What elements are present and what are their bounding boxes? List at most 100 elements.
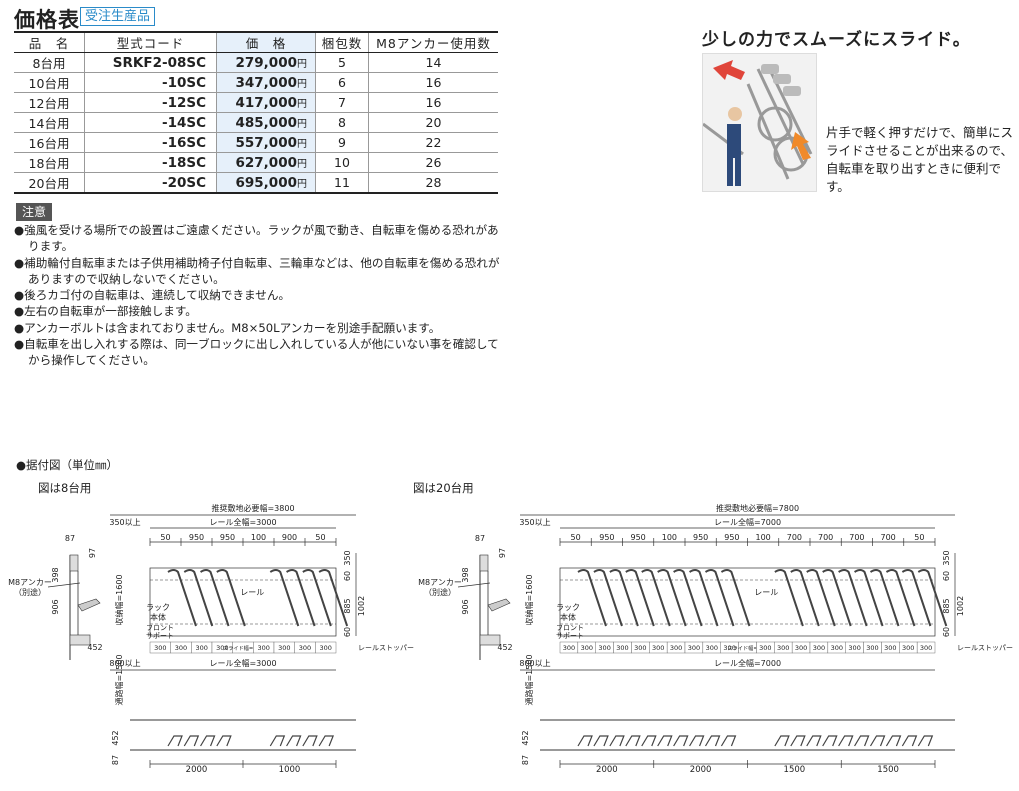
cell-anchors: 16	[368, 92, 498, 113]
rack-body-label: 本体	[150, 612, 166, 622]
side-bicycle	[838, 735, 854, 747]
front-label: フロント	[556, 624, 584, 632]
header-name: 品 名	[14, 31, 85, 53]
bicycle-stroke	[609, 569, 639, 627]
cell-name: 12台用	[14, 92, 85, 113]
rail-label: レール	[754, 588, 778, 597]
cell-model: -10SC	[84, 72, 217, 93]
note-item: ●強風を受ける場所での設置はご遠慮ください。ラックが風で動き、自転車を傷める恐れ…	[14, 223, 499, 254]
bottom-margin-dim: 800以上	[109, 659, 140, 668]
bicycle-stroke	[167, 569, 197, 627]
bicycle-stroke	[216, 569, 246, 627]
bottom-dim-box	[315, 641, 337, 654]
bicycle-stroke	[790, 569, 820, 627]
cell-price: 347,000円	[216, 72, 316, 93]
bicycle-stroke	[577, 569, 607, 627]
aisle-width-label: 通路幅=1500	[114, 654, 124, 705]
bicycle-stroke	[657, 569, 687, 627]
top-dim-value: 50	[914, 533, 924, 542]
notes-list: ●強風を受ける場所での設置はご遠慮ください。ラックが風で動き、自転車を傷める恐れ…	[14, 222, 500, 369]
page-title: 価格表	[14, 8, 80, 32]
cell-packages: 7	[315, 92, 369, 113]
side-bicycle	[806, 735, 822, 747]
dim-398: 398	[461, 567, 470, 582]
side-bicycle	[269, 735, 286, 747]
side-bicycle	[869, 735, 886, 747]
yen-unit: 円	[297, 58, 307, 70]
side-base	[479, 634, 501, 646]
side-bicycle	[625, 735, 641, 747]
bottom-dim-value: 300	[723, 644, 735, 652]
price-value: 417,000	[235, 94, 298, 111]
bottom-dim-value: 300	[581, 644, 593, 652]
dim-60-bottom: 60	[343, 627, 352, 637]
rack-body-label: 本体	[560, 612, 576, 622]
rail-total-dim: レール全幅=3000	[209, 517, 276, 527]
cell-name: 14台用	[14, 112, 85, 133]
cell-name: 8台用	[14, 52, 85, 73]
slide-heading: 少しの力でスムーズにスライド。	[702, 30, 971, 50]
bottom-dim-value: 300	[616, 644, 628, 652]
bottom-margin-dim: 800以上	[519, 659, 550, 668]
bicycle-stroke	[286, 569, 316, 627]
installation-drawings: 8797398906452M8アンカー（別途）収納幅=1600通路幅=1500推…	[8, 503, 1013, 775]
dim-87: 87	[65, 534, 75, 543]
header-packages: 梱包数	[315, 31, 369, 53]
side-bicycle	[609, 735, 625, 747]
bicycle-stroke	[593, 569, 623, 627]
bicycle-stroke	[625, 569, 655, 627]
price-value: 347,000	[235, 74, 298, 91]
bicycle-stroke	[269, 569, 300, 627]
bottom-dim-value: 300	[319, 644, 331, 652]
side-bicycle	[200, 735, 216, 747]
bicycle-stroke	[774, 569, 804, 627]
dim-1002: 1002	[956, 596, 965, 616]
rack-label: ラック	[146, 603, 170, 612]
top-dim-value: 50	[315, 533, 325, 542]
top-dim-value: 100	[662, 533, 677, 542]
side-bicycle	[183, 735, 200, 747]
bottom-dim-value: 300	[706, 644, 718, 652]
bottom-dim-value: スライド幅=900	[727, 644, 767, 652]
side-bicycle	[901, 735, 918, 747]
cell-anchors: 22	[368, 132, 498, 153]
anchor-label: M8アンカー	[418, 578, 462, 587]
price-value: 279,000	[235, 54, 298, 71]
anchor-leader	[457, 582, 491, 588]
side-bicycle	[302, 735, 318, 747]
bicycle-stroke	[318, 569, 349, 627]
dim-60-top: 60	[942, 571, 951, 581]
yen-unit: 円	[297, 178, 307, 190]
rack-frame	[559, 567, 936, 637]
top-dim-value: 50	[571, 533, 581, 542]
rack-frame	[149, 567, 337, 637]
dim-452: 452	[87, 643, 102, 652]
notes-label: 注意	[16, 203, 53, 221]
anchor-leader	[47, 582, 81, 588]
price-value: 557,000	[235, 134, 298, 151]
bottom-dim-value: 300	[688, 644, 700, 652]
top-dim-value: 700	[787, 533, 802, 542]
bottom-dim-value: 300	[257, 644, 269, 652]
side-dim-452: 452	[521, 730, 530, 745]
cell-anchors: 28	[368, 172, 498, 194]
side-bicycle	[577, 735, 593, 747]
bicycle-stroke	[720, 569, 751, 627]
note-item: ●アンカーボルトは含まれておりません。M8×50Lアンカーを別途手配願います。	[14, 320, 441, 335]
bottom-dim-value: 300	[634, 644, 646, 652]
bicycle-stroke	[302, 569, 332, 627]
aisle-width-label: 通路幅=1500	[524, 654, 534, 705]
top-dim-value: 950	[220, 533, 235, 542]
cell-model: -18SC	[84, 152, 217, 173]
wall-bracket	[479, 554, 489, 572]
price-value: 485,000	[235, 114, 298, 131]
side-bicycle	[885, 735, 902, 747]
table-header-row: 品 名 型式コード 価 格 梱包数 M8アンカー使用数	[14, 31, 498, 53]
side-bicycle	[318, 735, 335, 747]
total-width-dim: 推奨敷地必要幅=7800	[716, 503, 799, 513]
side-bicycle	[657, 735, 673, 747]
